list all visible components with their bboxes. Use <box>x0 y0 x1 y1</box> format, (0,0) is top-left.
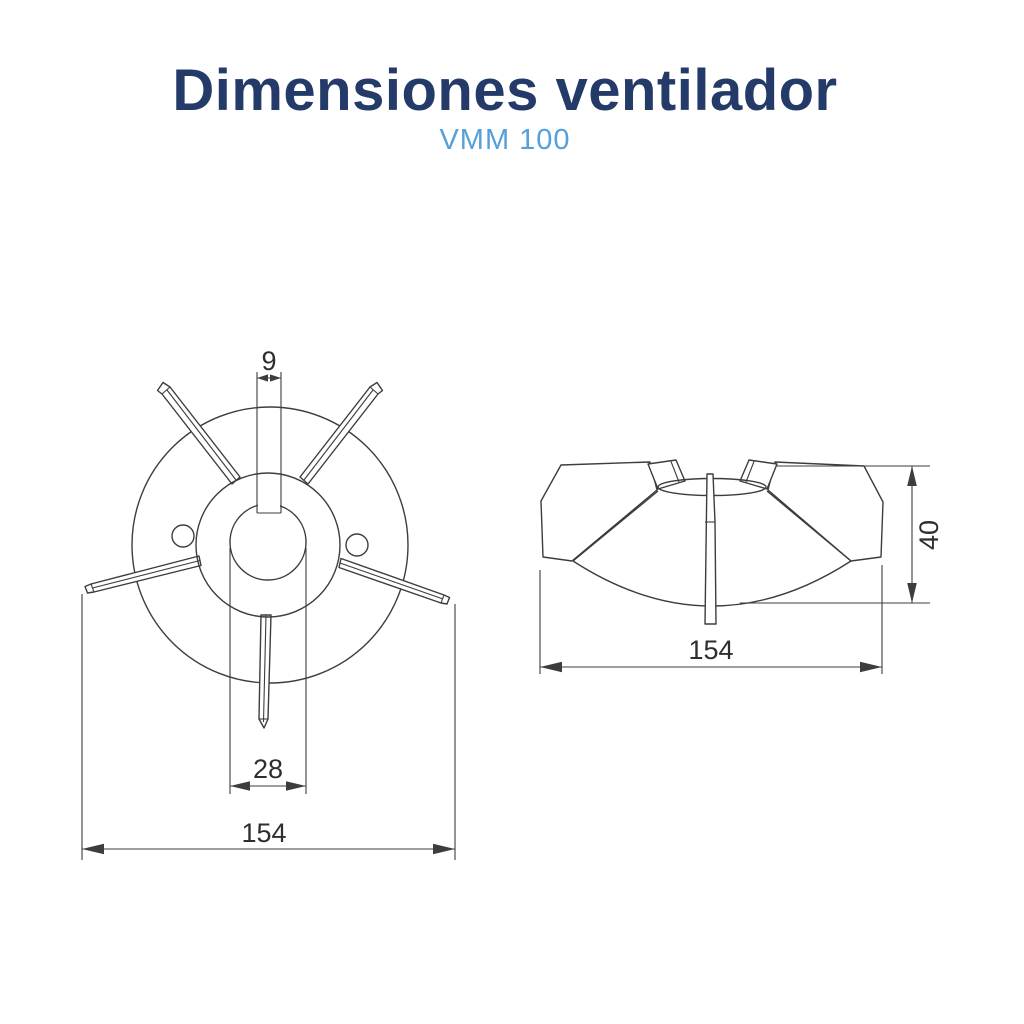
arrowhead-bottom <box>907 583 917 603</box>
blade-top-right <box>299 381 384 485</box>
balance-hole-right <box>345 533 369 557</box>
hub-outline <box>195 472 341 618</box>
blade-ridge-line <box>303 389 374 481</box>
blade-right <box>338 557 451 605</box>
fan-disc-outline <box>131 406 409 684</box>
arrowhead-right <box>286 781 306 791</box>
dimension-bore-diameter: 28 <box>229 548 307 794</box>
blade-ridge-line <box>339 562 444 600</box>
shaft-bore <box>229 503 307 581</box>
blade-thickness-line <box>670 461 680 483</box>
dim-label-keyway-width: 9 <box>261 346 276 376</box>
dimension-side-height: 40 <box>740 465 944 604</box>
dimension-front-overall: 154 <box>81 594 456 860</box>
blade-top-left <box>156 381 241 485</box>
side-center-blade <box>704 473 717 625</box>
dim-label-bore-diameter: 28 <box>253 754 283 784</box>
arrowhead-left <box>540 661 562 673</box>
blade-bottom <box>258 614 272 729</box>
side-blade-right <box>767 461 884 562</box>
arrowhead-right <box>433 843 455 855</box>
blade-ridge-line <box>92 559 201 589</box>
blade-tip-chamfer <box>161 386 171 395</box>
side-small-blade-right <box>739 459 778 490</box>
front-view: 9 28 154 <box>81 346 456 860</box>
dimension-keyway-width: 9 <box>256 346 282 514</box>
dim-label-side-overall: 154 <box>688 635 733 665</box>
balance-hole-left <box>171 524 195 548</box>
disc-slope-right <box>766 490 852 562</box>
arrowhead-left <box>82 843 104 855</box>
arrowhead-top <box>907 466 917 486</box>
disc-slope-left <box>572 490 659 562</box>
blade-left <box>84 555 202 594</box>
dim-label-front-overall: 154 <box>241 818 286 848</box>
arrowhead-left <box>257 374 268 382</box>
blade-ridge-line <box>262 614 267 723</box>
arrowhead-right <box>270 374 281 382</box>
arrowhead-left <box>230 781 250 791</box>
arrowhead-right <box>860 661 882 673</box>
dimension-side-overall: 154 <box>539 565 883 674</box>
side-blade-left <box>540 461 658 562</box>
blade-thickness-line <box>745 461 755 483</box>
blade-tip-chamfer <box>369 386 379 395</box>
side-small-blade-left <box>647 459 686 490</box>
blade-ridge-line <box>166 389 237 481</box>
side-view: 40 154 <box>539 459 944 674</box>
keyway-cutout <box>258 496 280 512</box>
blade-tip-chamfer <box>440 594 445 604</box>
blade-tip-chamfer <box>90 583 95 593</box>
dim-label-side-height: 40 <box>914 520 944 550</box>
